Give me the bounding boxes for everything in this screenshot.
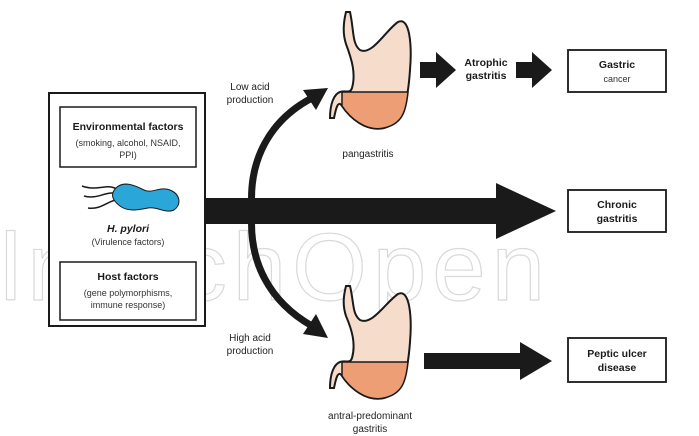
host-factors-desc-1: (gene polymorphisms, (84, 288, 173, 298)
antral-predominant-label-1: antral-predominant (328, 411, 412, 422)
host-factors-box: Host factors (gene polymorphisms, immune… (60, 262, 196, 320)
to-peptic-ulcer-arrow (424, 342, 552, 380)
chronic-gastritis-label-2: gastritis (597, 213, 638, 225)
to-atrophic-arrow (420, 52, 456, 88)
chronic-gastritis-box: Chronic gastritis (568, 190, 666, 232)
gastric-cancer-box: Gastric cancer (568, 50, 666, 92)
host-factors-title: Host factors (97, 271, 158, 283)
atrophic-gastritis-label-2: gastritis (466, 70, 507, 82)
environmental-factors-desc-1: (smoking, alcohol, NSAID, (75, 138, 180, 148)
atrophic-gastritis-label-1: Atrophic (464, 57, 507, 69)
low-acid-label-2: production (227, 95, 274, 106)
peptic-ulcer-box: Peptic ulcer disease (568, 338, 666, 382)
high-acid-label-1: High acid (229, 333, 271, 344)
low-acid-label-1: Low acid (230, 82, 269, 93)
host-factors-desc-2: immune response) (91, 300, 166, 310)
environmental-factors-desc-2: PPI) (119, 150, 137, 160)
pangastritis-label: pangastritis (342, 149, 393, 160)
peptic-ulcer-label-1: Peptic ulcer (587, 348, 647, 360)
gastric-cancer-label-2: cancer (603, 74, 630, 84)
antral-predominant-label-2: gastritis (353, 424, 387, 435)
environmental-factors-title: Environmental factors (73, 121, 184, 133)
stomach-icon (330, 12, 411, 129)
virulence-factors-label: (Virulence factors) (92, 237, 165, 247)
high-acid-label-2: production (227, 346, 274, 357)
to-gastric-cancer-arrow (516, 52, 552, 88)
environmental-factors-box: Environmental factors (smoking, alcohol,… (60, 107, 196, 167)
chronic-gastritis-label-1: Chronic (597, 199, 637, 211)
h-pylori-label: H. pylori (107, 223, 150, 235)
peptic-ulcer-label-2: disease (598, 362, 637, 374)
low-acid-curve-arrow (252, 98, 312, 210)
gastric-cancer-label-1: Gastric (599, 59, 635, 71)
